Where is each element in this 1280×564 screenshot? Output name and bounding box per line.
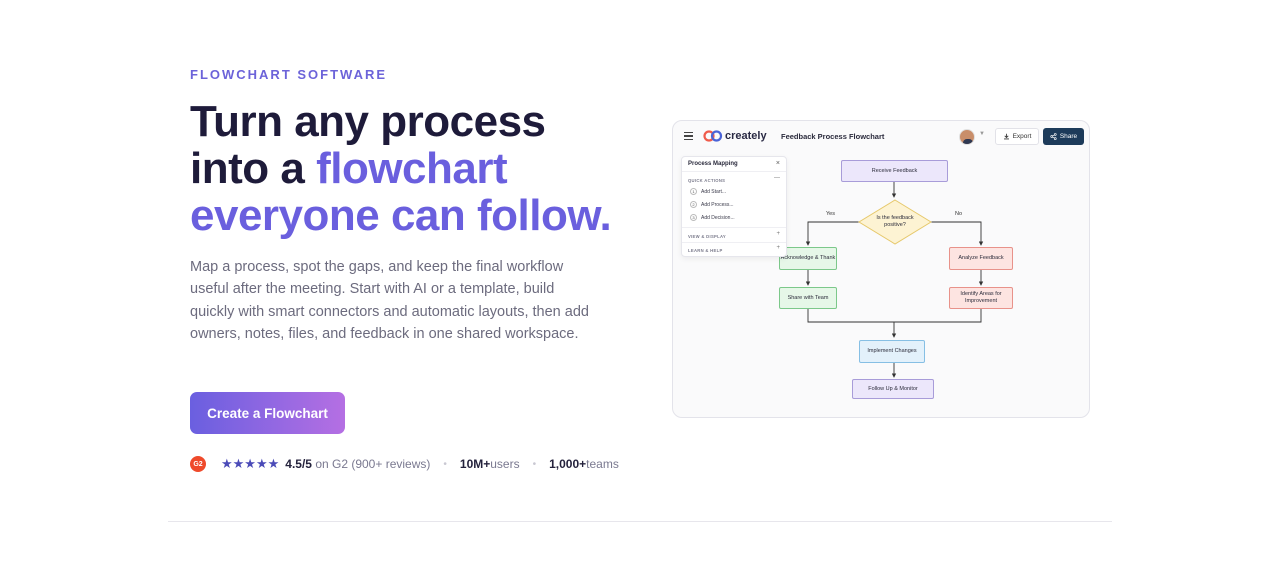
rating-value: 4.5/5	[285, 457, 312, 471]
decision-diamond	[858, 199, 932, 245]
social-proof: G2 ★★★★★ 4.5/5 on G2 (900+ reviews) • 10…	[190, 456, 619, 472]
collapse-icon[interactable]: —	[774, 175, 780, 181]
creately-logo-icon	[703, 130, 723, 142]
rating-stars-icon: ★★★★★	[221, 456, 280, 471]
node-analyze[interactable]: Analyze Feedback	[949, 247, 1013, 270]
step-number: 1	[690, 188, 697, 195]
download-icon	[1003, 133, 1009, 140]
headline-line-1: Turn any process	[190, 97, 546, 146]
export-button[interactable]: Export	[995, 128, 1039, 145]
panel-item-label: Add Decision...	[701, 214, 735, 221]
app-logo-text: creately	[725, 130, 767, 142]
hero-description: Map a process, spot the gaps, and keep t…	[190, 259, 589, 342]
step-number: 2	[690, 201, 697, 208]
hamburger-menu-icon[interactable]	[684, 132, 693, 140]
flowchart-connectors	[805, 182, 984, 378]
page-title: Turn any process into a flowchart everyo…	[190, 98, 660, 239]
headline-line-2-plain: into a	[190, 144, 317, 193]
teams-label: teams	[586, 457, 619, 471]
teams-count: 1,000+	[549, 457, 587, 471]
edge-label-no: No	[955, 211, 963, 217]
quick-actions-heading: QUICK ACTIONS	[688, 178, 726, 183]
node-receive-feedback[interactable]: Receive Feedback	[841, 160, 948, 182]
users-count: 10M+	[459, 457, 491, 471]
divider	[682, 242, 786, 243]
document-title[interactable]: Feedback Process Flowchart	[781, 132, 885, 141]
process-mapping-panel: Process Mapping × QUICK ACTIONS — 1 Add …	[681, 156, 787, 257]
separator-dot: •	[443, 458, 447, 470]
close-icon[interactable]: ×	[775, 160, 780, 167]
expand-icon[interactable]: +	[776, 245, 780, 251]
step-number: 3	[690, 214, 697, 221]
share-button[interactable]: Share	[1043, 128, 1084, 145]
node-implement-changes[interactable]: Implement Changes	[859, 340, 925, 363]
panel-title: Process Mapping	[688, 161, 738, 167]
eyebrow-label: FLOWCHART SOFTWARE	[190, 67, 388, 82]
share-label: Share	[1059, 133, 1078, 140]
panel-item-add-start[interactable]: 1 Add Start...	[690, 188, 726, 195]
users-label: users	[490, 457, 520, 471]
headline-line-2-accent: flowchart	[316, 144, 508, 193]
section-divider	[168, 521, 1112, 522]
learn-help-heading[interactable]: LEARN & HELP	[688, 248, 723, 253]
avatar[interactable]	[959, 129, 975, 145]
app-topbar: creately Feedback Process Flowchart ▼ Ex…	[673, 121, 1089, 153]
edge-label-yes: Yes	[826, 211, 835, 217]
panel-item-add-decision[interactable]: 3 Add Decision...	[690, 214, 735, 221]
divider	[682, 171, 786, 172]
node-share-with-team[interactable]: Share with Team	[779, 287, 837, 309]
export-label: Export	[1012, 133, 1032, 140]
panel-item-add-process[interactable]: 2 Add Process...	[690, 201, 734, 208]
separator-dot: •	[532, 458, 537, 470]
divider	[682, 227, 786, 228]
expand-icon[interactable]: +	[776, 231, 780, 237]
node-decision-label[interactable]: Is the feedback positive?	[876, 215, 914, 228]
view-display-heading[interactable]: VIEW & DISPLAY	[688, 234, 727, 239]
headline-line-3-accent: everyone can follow.	[190, 191, 612, 240]
g2-icon: G2	[190, 456, 206, 472]
node-identify-areas[interactable]: Identify Areas for Improvement	[949, 287, 1013, 309]
panel-item-label: Add Process...	[701, 201, 734, 208]
rating-suffix: on G2 (900+ reviews)	[311, 457, 431, 471]
app-preview: creately Feedback Process Flowchart ▼ Ex…	[672, 120, 1090, 418]
node-acknowledge[interactable]: Acknowledge & Thank	[779, 247, 837, 270]
panel-item-label: Add Start...	[701, 188, 727, 195]
node-follow-up[interactable]: Follow Up & Monitor	[852, 379, 934, 399]
create-flowchart-button[interactable]: Create a Flowchart	[190, 392, 345, 434]
chevron-down-icon[interactable]: ▼	[979, 131, 985, 137]
share-icon	[1050, 133, 1057, 140]
